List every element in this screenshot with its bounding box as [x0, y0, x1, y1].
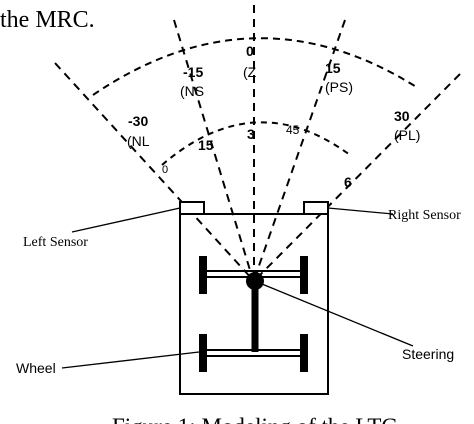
callout-lines — [61, 207, 414, 369]
inner-arc — [161, 121, 351, 166]
wheels — [199, 256, 308, 372]
outer-angle-15: 15 — [325, 60, 341, 76]
outer-class-pl: (PL) — [394, 127, 420, 143]
left-sensor-label: Left Sensor — [23, 235, 88, 250]
outer-angle-30: 30 — [394, 108, 410, 124]
outer-class-nl: (NL — [127, 133, 150, 149]
left-sensor-callout — [71, 207, 181, 233]
outer-class-z: (Z — [243, 64, 257, 80]
steering-callout — [261, 283, 414, 347]
outer-angle-neg15: -15 — [183, 64, 203, 80]
figure-caption: Figure 1: Modeling of the LTG — [112, 414, 398, 424]
inner-label-0: 0 — [162, 164, 168, 176]
right-sensor-label: Right Sensor — [388, 208, 461, 223]
outer-angle-0: 0 — [246, 43, 254, 59]
outer-class-ns: (NS — [180, 83, 204, 99]
radial-line-nl — [54, 62, 254, 281]
inner-label-15: 15 — [198, 137, 214, 153]
header-fragment: the MRC. — [0, 7, 95, 33]
steering-pivot — [246, 272, 264, 290]
wheel-rear-right — [300, 334, 308, 372]
wheel-front-right — [300, 256, 308, 294]
radial-line-ns — [173, 19, 254, 281]
right-sensor-callout — [327, 207, 394, 215]
radial-line-ps — [253, 19, 346, 281]
outer-arc — [92, 37, 419, 96]
inner-label-3: 3 — [247, 126, 255, 142]
radial-line-pl — [254, 73, 461, 281]
wheel-rear-left — [199, 334, 207, 372]
wheel-callout — [61, 351, 200, 369]
right-sensor-block — [303, 201, 329, 215]
steering-label: Steering — [402, 346, 454, 362]
outer-class-ps: (PS) — [325, 79, 353, 95]
outer-angle-neg30: -30 — [128, 113, 148, 129]
wheel-front-left — [199, 256, 207, 294]
robot-body — [179, 213, 329, 395]
wheel-label: Wheel — [16, 360, 56, 376]
inner-label-45: 45 — [286, 123, 300, 137]
radial-lines — [54, 5, 461, 281]
inner-label-6: 6 — [344, 174, 352, 190]
left-sensor-block — [179, 201, 205, 215]
